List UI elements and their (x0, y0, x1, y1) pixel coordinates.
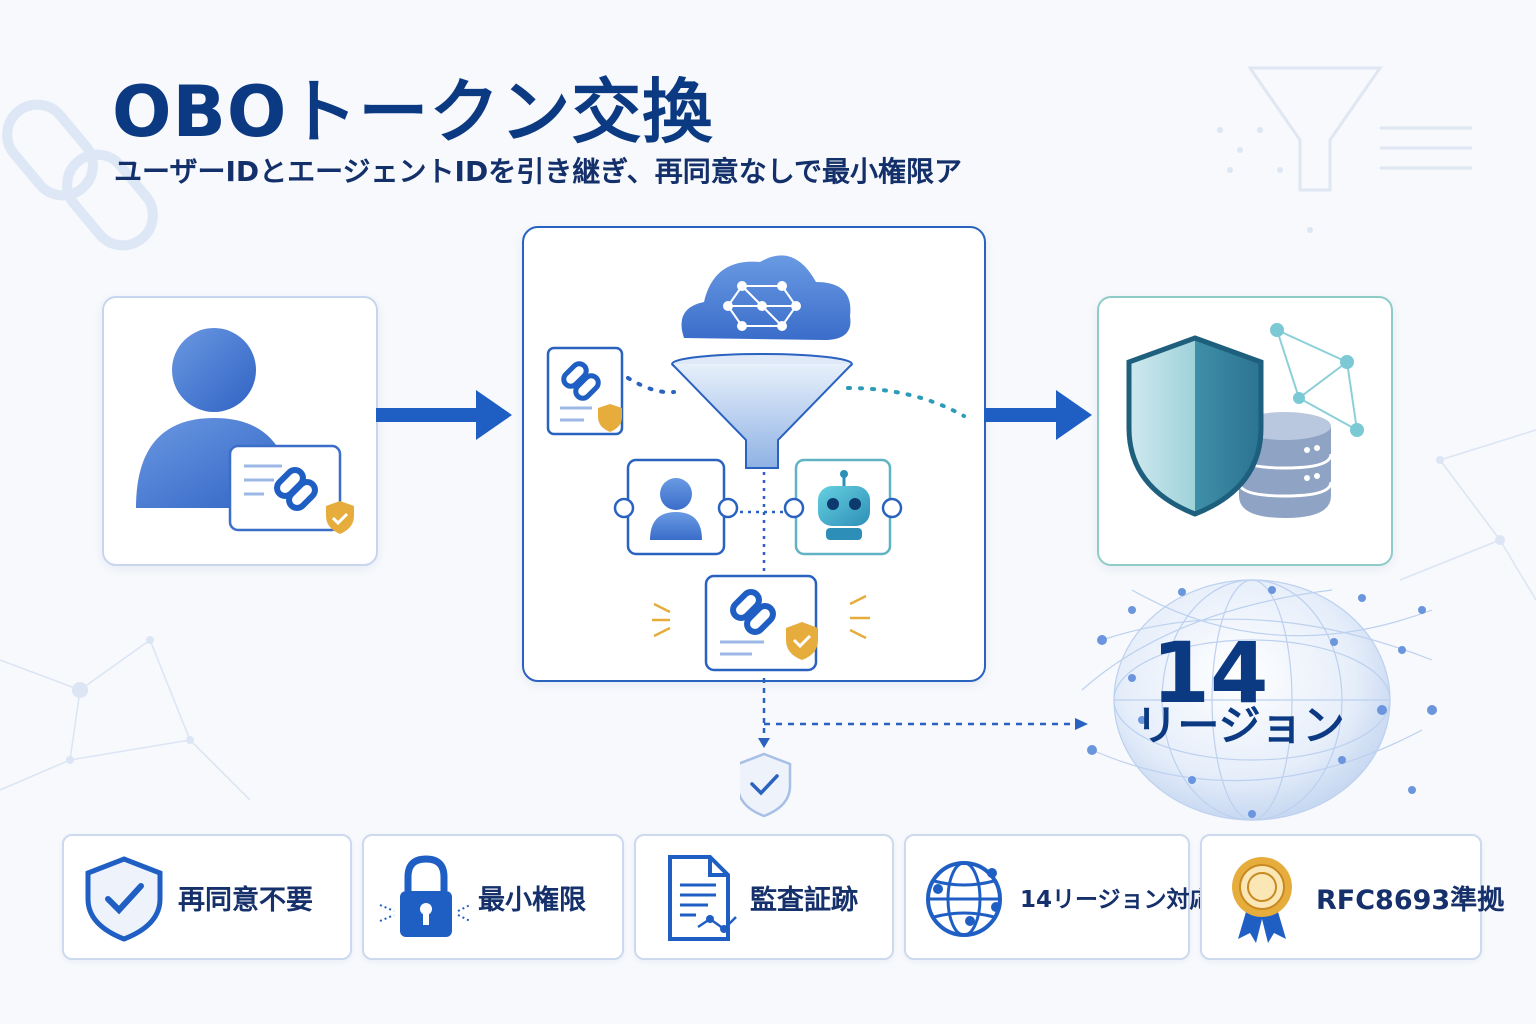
audit-shield-icon (740, 752, 792, 818)
feature-card-no-reconsent: 再同意不要 (62, 834, 352, 960)
cloud-network-icon (681, 255, 851, 340)
award-badge-icon (1232, 857, 1292, 943)
shield-database-icon (1126, 323, 1364, 518)
feature-card-least-privilege: 最小権限 (362, 834, 624, 960)
flow-arrow-1 (376, 390, 512, 440)
feature-card-14-regions: 14リージョン対応 (904, 834, 1213, 960)
page-title: OBOトークン交換 (112, 71, 714, 153)
feature-card-rfc8693: RFC8693準拠 (1200, 834, 1504, 960)
exchange-panel (522, 226, 986, 682)
funnel-icon (671, 353, 853, 469)
shield-icon (1126, 335, 1264, 517)
feature-label: RFC8693準拠 (1316, 884, 1505, 916)
user-id-icon (613, 458, 739, 556)
resource-panel (1097, 296, 1393, 566)
feature-card-audit-trail: 監査証跡 (634, 834, 894, 960)
feature-label: 再同意不要 (178, 884, 313, 916)
globe-network-illustration (1081, 579, 1437, 821)
issued-token-icon (652, 574, 870, 672)
agent-bot-icon (783, 458, 903, 556)
feature-label: 最小権限 (478, 884, 586, 916)
padlock-icon (379, 855, 471, 937)
region-count: 14 (1151, 624, 1269, 722)
audit-connector (740, 678, 1088, 818)
user-panel (102, 296, 378, 566)
token-exchange-diagram (546, 255, 966, 672)
shield-check-icon (85, 856, 163, 942)
page-subtitle: ユーザーIDとエージェントIDを引き継ぎ、再同意なしで最小権限ア (114, 155, 962, 188)
feature-label: 14リージョン対応 (1020, 887, 1213, 913)
globe-network-icon (926, 861, 1002, 937)
user-with-token-icon (136, 328, 354, 534)
feature-label: 監査証跡 (750, 884, 858, 916)
token-card-icon (546, 346, 624, 436)
flow-arrow-2 (984, 390, 1092, 440)
document-audit-icon (668, 855, 737, 941)
region-label: リージョン (1135, 701, 1345, 750)
